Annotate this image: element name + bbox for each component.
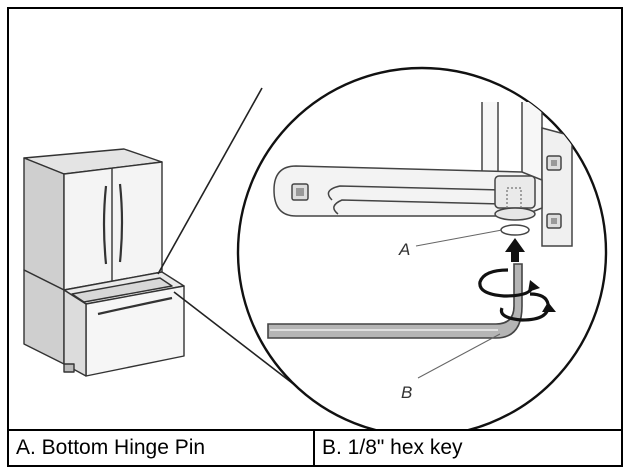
callout-a: A xyxy=(398,240,410,259)
legend-item-b: B. 1/8" hex key xyxy=(322,436,463,459)
magnify-circle xyxy=(236,66,608,429)
hinge-detail xyxy=(273,102,573,247)
callout-b: B xyxy=(401,383,412,402)
up-arrow-icon xyxy=(505,238,525,262)
hinge-illustration: A B xyxy=(23,66,608,429)
rotate-arrows-icon xyxy=(478,268,556,322)
hex-key xyxy=(267,263,523,339)
legend-item-a: A. Bottom Hinge Pin xyxy=(9,431,315,465)
refrigerator xyxy=(23,148,185,377)
legend-table: A. Bottom Hinge Pin B. 1/8" hex key xyxy=(9,429,621,465)
figure-frame: A B A. Bottom Hinge Pin B. 1/8" hex key xyxy=(7,7,623,467)
